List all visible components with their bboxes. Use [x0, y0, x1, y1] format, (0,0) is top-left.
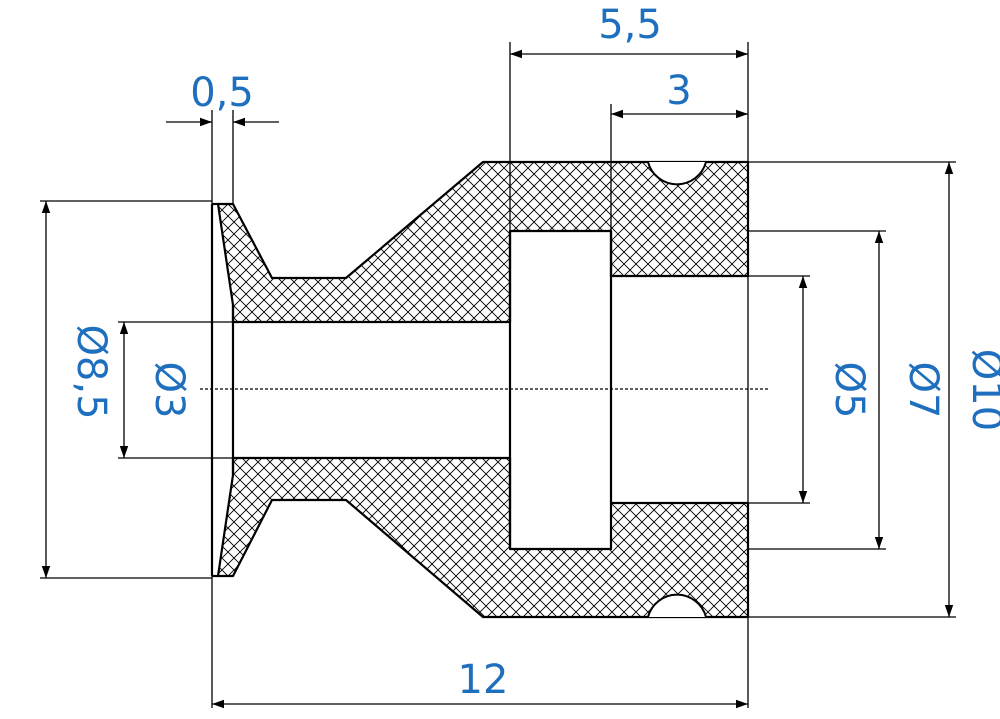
label-flange-diameter: Ø8,5	[68, 324, 114, 419]
section-lower-half	[216, 456, 750, 619]
relief-notch-top	[647, 161, 707, 186]
label-total-length: 12	[458, 657, 509, 703]
label-outer-step-length: 5,5	[598, 2, 662, 48]
extension-lines	[40, 42, 956, 708]
label-inner-bore-diameter: Ø5	[826, 362, 872, 419]
label-outer-diameter: Ø10	[963, 349, 1000, 431]
section-upper-half	[216, 160, 750, 324]
relief-notch-bottom	[647, 593, 707, 618]
label-lip-thickness: 0,5	[190, 70, 254, 116]
label-inner-step-length: 3	[666, 68, 691, 114]
label-step-diameter: Ø7	[900, 362, 946, 419]
label-bore-diameter: Ø3	[146, 362, 192, 419]
